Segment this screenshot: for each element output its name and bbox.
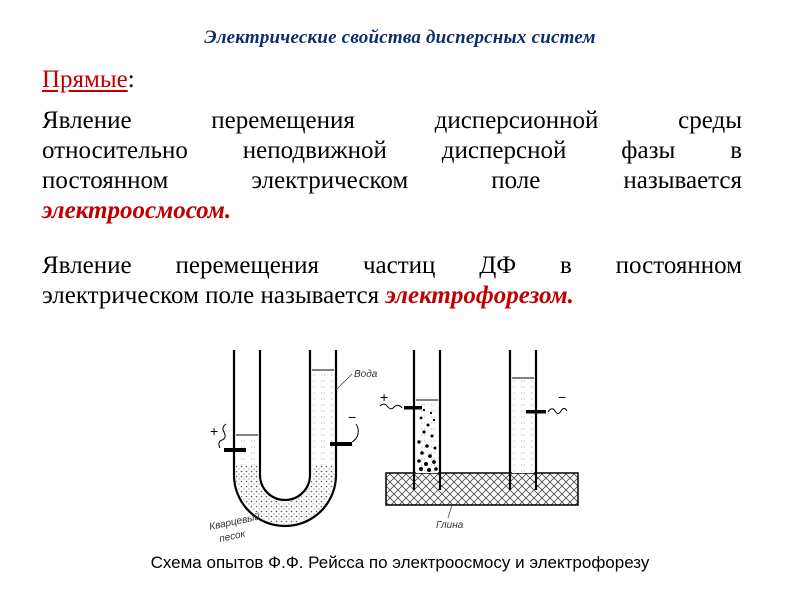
electrophoresis-definition: Явление перемещения частиц ДФ в постоянн… [42, 251, 742, 311]
para1-line2: относительно неподвижной дисперсной фазы… [42, 137, 742, 164]
water-pointer [335, 373, 353, 391]
wire-minus-right [547, 408, 568, 414]
para2-period: . [567, 282, 574, 309]
minus-sign-right: − [558, 389, 566, 405]
label-clay: Глина [436, 520, 464, 531]
label-quartz-sand-2: песок [218, 528, 247, 544]
para2-line1: Явление перемещения частиц ДФ в постоянн… [42, 252, 742, 279]
para1-line4: электроосмосом. [42, 196, 742, 226]
heading-text: Прямые [42, 66, 128, 93]
right-tube-outline [508, 350, 538, 490]
clay-pointer [447, 504, 453, 519]
u-tube-water-right [312, 370, 334, 470]
clay-apparatus: + − Глина [379, 350, 579, 531]
heading-colon: : [127, 66, 135, 93]
label-water: Вода [354, 369, 378, 380]
term-electroosmosis: электроосмосом [42, 197, 225, 224]
para1-line3: постоянном электрическом поле называется [42, 167, 742, 194]
para1-period: . [224, 197, 232, 224]
section-heading: Прямые: [42, 66, 135, 94]
u-tube-outline [232, 350, 338, 528]
para2-line2-text: электрическом поле называется [42, 282, 386, 309]
electrode-right [330, 442, 352, 446]
para2-line2: электрическом поле называется электрофор… [42, 281, 742, 311]
left-tube-outline [412, 350, 442, 490]
para1-line1: Явление перемещения дисперсионной среды [42, 107, 742, 134]
minus-sign-left: − [348, 409, 356, 425]
u-tube-water-left [236, 435, 258, 470]
dispersed-particles [417, 408, 438, 472]
clay-block [385, 472, 579, 506]
u-tube-apparatus: + − Вода Кварцевый песок [208, 350, 378, 545]
wire-left [218, 423, 227, 449]
wire-plus-right [379, 403, 403, 410]
plus-sign-left: + [210, 423, 218, 439]
plus-sign-right: + [380, 389, 388, 405]
reuss-experiment-figure: + − Вода Кварцевый песок + − Глина [208, 350, 579, 545]
right-tube-water [512, 378, 534, 473]
electrode-left [224, 448, 246, 452]
wire-right [351, 423, 359, 443]
term-electrophoresis: электрофорезом [385, 282, 568, 309]
quartz-sand [236, 465, 334, 524]
electrode-plus-right [404, 406, 422, 410]
figure-caption: Схема опытов Ф.Ф. Рейсса по электроосмос… [150, 553, 650, 572]
electrode-minus-right [526, 410, 546, 414]
slide-title: Электрические свойства дисперсных систем [204, 27, 596, 48]
electroosmosis-definition: Явление перемещения дисперсионной среды … [42, 106, 742, 226]
